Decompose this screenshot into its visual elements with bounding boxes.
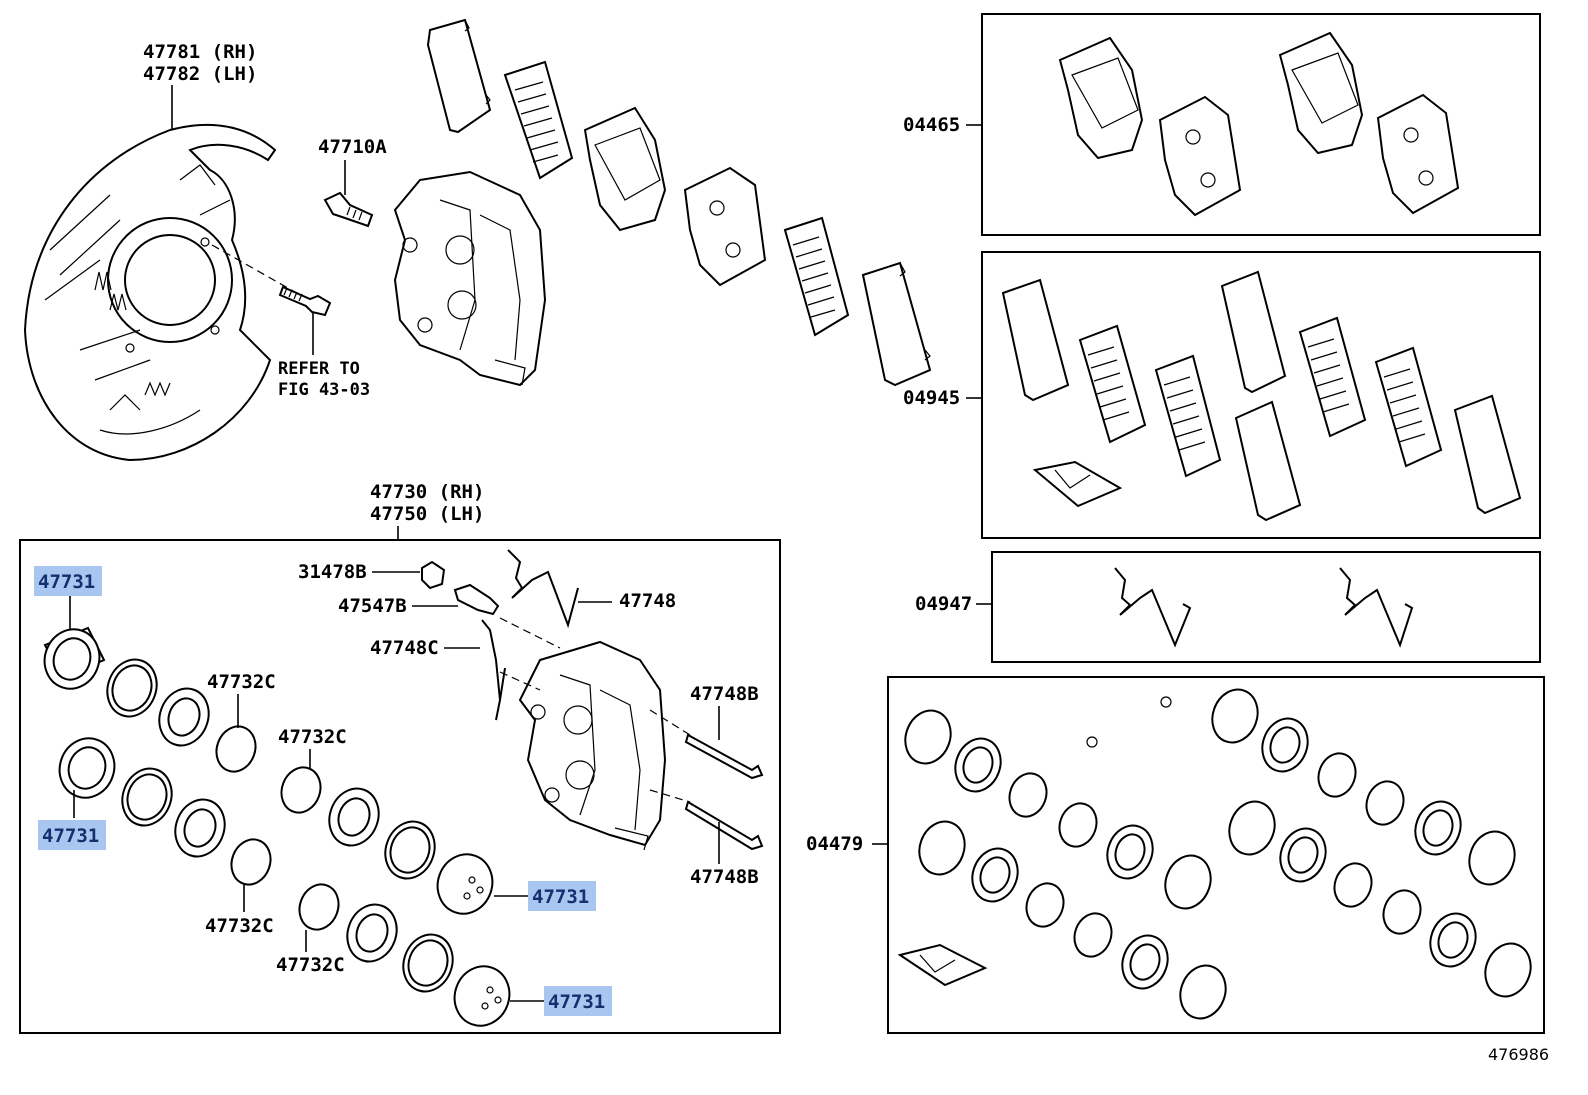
- seal-kit-04479: [897, 688, 1532, 1020]
- shim-plate-4: [861, 261, 932, 387]
- refer-to-text: REFER TO: [278, 359, 360, 379]
- bleeder-plug-illustration: [453, 583, 500, 616]
- pin-illustration-bottom: [684, 800, 764, 851]
- label-47730: 47730 (RH): [370, 481, 484, 503]
- caliper-bolt-illustration: [323, 191, 374, 228]
- kit-box-04945: [981, 251, 1541, 539]
- label-47782: 47782 (LH): [143, 63, 257, 85]
- label-47748C: 47748C: [370, 637, 439, 659]
- clip-illustration: [481, 619, 506, 721]
- highlight-47731-2: [38, 820, 106, 850]
- anti-rattle-spring-illustration: [507, 549, 579, 629]
- lower-caliper-illustration: [518, 640, 667, 851]
- label-31478B: 31478B: [298, 561, 367, 583]
- spring-set-04947: [1114, 567, 1414, 648]
- label-47750: 47750 (LH): [370, 503, 484, 525]
- brake-pad-1: [583, 106, 667, 232]
- label-04465: 04465: [903, 114, 960, 136]
- pad-set-04465: [1058, 31, 1460, 217]
- shim-plate-3: [783, 216, 850, 337]
- label-04947: 04947: [915, 593, 972, 615]
- bolt-illustration: [278, 285, 332, 317]
- backing-plate-pad: [683, 166, 767, 287]
- dashed-leader-bolt: [211, 244, 296, 293]
- label-47732C-1: 47732C: [207, 671, 276, 693]
- shim-set-04945: [1001, 270, 1522, 522]
- label-47547B: 47547B: [338, 595, 407, 617]
- label-47748: 47748: [619, 590, 676, 612]
- label-47781: 47781 (RH): [143, 41, 257, 63]
- kit-box-04479: [887, 676, 1545, 1034]
- highlight-47731-4: [544, 986, 612, 1016]
- label-47732C-4: 47732C: [276, 954, 345, 976]
- highlight-47731-1: [34, 566, 102, 596]
- label-47731-3: 47731: [532, 886, 589, 908]
- kit-box-04947: [991, 551, 1541, 663]
- label-47710A: 47710A: [318, 136, 387, 158]
- dashed-spring: [499, 671, 541, 691]
- label-47731-1: 47731: [38, 571, 95, 593]
- label-47732C-2: 47732C: [278, 726, 347, 748]
- bleeder-cap-illustration: [421, 560, 446, 590]
- highlight-47731-3: [528, 881, 596, 911]
- dashed-pin-1: [649, 709, 691, 736]
- label-47748B-bottom: 47748B: [690, 866, 759, 888]
- pistons-and-seals: [43, 626, 511, 1027]
- label-47748B-top: 47748B: [690, 683, 759, 705]
- kit-box-04465: [981, 13, 1541, 236]
- label-04945: 04945: [903, 387, 960, 409]
- dashed-pin-2: [649, 789, 691, 803]
- dust-cover-illustration: [23, 123, 277, 462]
- dashed-bleeder: [499, 617, 561, 649]
- figure-number: 476986: [1488, 1045, 1549, 1064]
- upper-caliper-illustration: [393, 170, 547, 387]
- label-47731-4: 47731: [548, 991, 605, 1013]
- label-47731-2: 47731: [42, 825, 99, 847]
- refer-fig-text: FIG 43-03: [278, 380, 370, 400]
- label-47732C-3: 47732C: [205, 915, 274, 937]
- caliper-assembly-box: [19, 539, 781, 1034]
- shim-plate-1: [426, 18, 492, 134]
- pin-illustration-top: [684, 733, 764, 780]
- shim-plate-2: [503, 60, 574, 180]
- label-04479: 04479: [806, 833, 863, 855]
